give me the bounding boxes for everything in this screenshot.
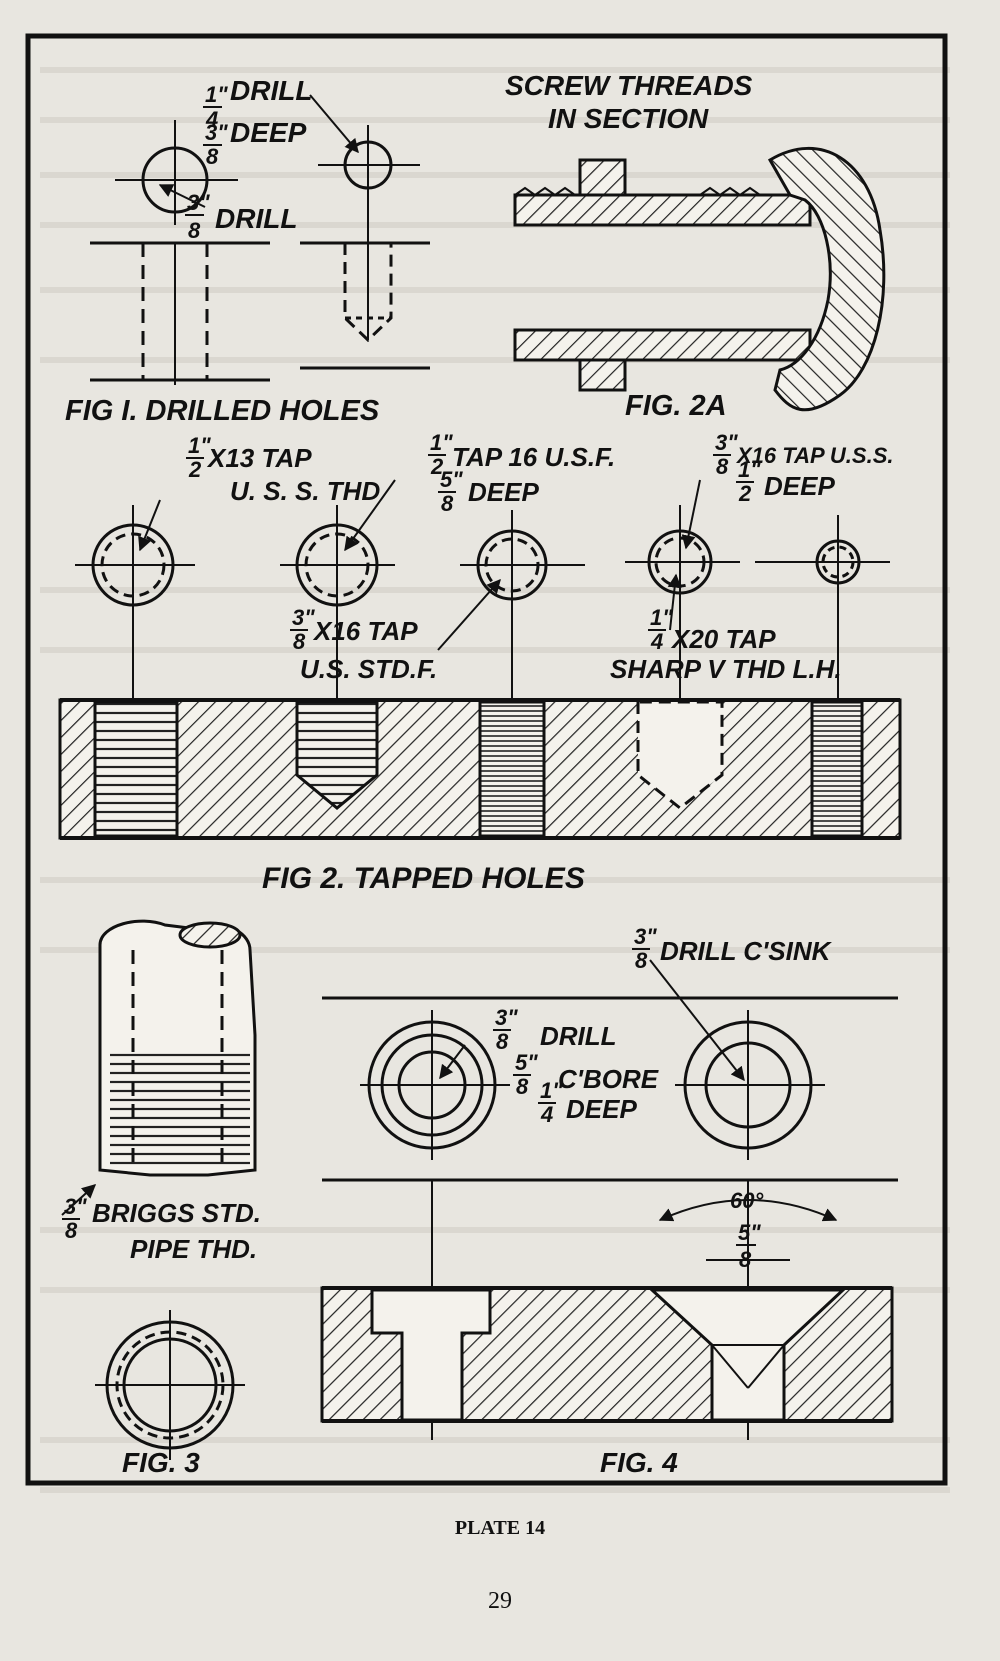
- fig4-dia-num: 5": [738, 1220, 761, 1245]
- fig4-bore-deep-den: 4: [540, 1102, 553, 1127]
- fig2-n1-thread: U. S. S. THD: [230, 476, 380, 506]
- fig2-n4-thread: U.S. STD.F.: [300, 654, 437, 684]
- fig2-n2-depth-num: 5": [440, 467, 463, 492]
- fig2-section-block: [58, 698, 902, 840]
- fig2-n2-depth-text: DEEP: [468, 477, 539, 507]
- fig4-dia-den: 8: [739, 1247, 752, 1272]
- fig2a-header-line1: SCREW THREADS: [505, 70, 753, 101]
- fig2a-title: FIG. 2A: [625, 390, 727, 422]
- fig2-n3-depth-text: DEEP: [764, 471, 835, 501]
- fig4-bore-drill-den: 8: [496, 1029, 509, 1054]
- fig1-note-a-num: 1": [205, 82, 228, 107]
- fig2-n4-text: X16 TAP: [312, 616, 418, 646]
- fig1-note-c-num: 3": [187, 190, 210, 215]
- fig2-n1-den: 2: [188, 457, 202, 482]
- fig4-title: FIG. 4: [600, 1447, 678, 1478]
- plate-caption: PLATE 14: [455, 1517, 545, 1539]
- fig2-n2-text: TAP 16 U.S.F.: [452, 442, 615, 472]
- fig2-title: FIG 2. TAPPED HOLES: [262, 862, 585, 895]
- fig4-bore-cbore-num: 5": [515, 1050, 538, 1075]
- fig1-title: FIG I. DRILLED HOLES: [65, 395, 380, 427]
- fig2-n5-text: X20 TAP: [670, 624, 776, 654]
- fig2a-header-line2: IN SECTION: [548, 103, 709, 134]
- fig2-n5-thread: SHARP V THD L.H.: [610, 654, 842, 684]
- fig2-n2-num: 1": [430, 430, 453, 455]
- fig2-n2-depth-den: 8: [441, 491, 454, 516]
- fig4-section-block: [320, 1286, 894, 1423]
- fig4-bore-cbore-den: 8: [516, 1074, 529, 1099]
- fig4-views: [322, 959, 898, 1440]
- fig1-note-a-text: DRILL: [230, 75, 312, 106]
- fig1-drilled-holes: [90, 94, 430, 385]
- fig4-sink-text: DRILL C'SINK: [660, 936, 833, 966]
- fig4-sink-den: 8: [635, 948, 648, 973]
- fig2-n4-num: 3": [292, 605, 315, 630]
- fig4-bore-deep-num: 1": [540, 1078, 563, 1103]
- fig2-plan-views: [75, 479, 890, 700]
- fig2a-section-view: [513, 147, 886, 412]
- fig3-note-text: BRIGGS STD.: [92, 1198, 261, 1228]
- fig2-n2-den: 2: [430, 454, 444, 479]
- fig3-title: FIG. 3: [122, 1447, 200, 1478]
- background-text-ghost: [40, 67, 950, 1493]
- fig2-n4-den: 8: [293, 629, 306, 654]
- fig1-note-b-text: DEEP: [230, 117, 307, 148]
- fig4-bore-drill-text: DRILL: [540, 1021, 617, 1051]
- fig4-bore-deep-text: DEEP: [566, 1094, 637, 1124]
- fig1-note-c-den: 8: [188, 218, 201, 243]
- fig2-n3-depth-den: 2: [738, 481, 752, 506]
- fig4-bore-drill-num: 3": [495, 1005, 518, 1030]
- fig2-n1-text: X13 TAP: [206, 443, 312, 473]
- fig2-n3-num: 3": [715, 430, 738, 455]
- fig1-note-a-den: 4: [205, 107, 218, 132]
- plate-border: [25, 33, 948, 1486]
- fig4-sink-num: 3": [634, 924, 657, 949]
- fig1-note-b-num: 3": [205, 120, 228, 145]
- fig3-note-thread: PIPE THD.: [130, 1234, 257, 1264]
- page-number: 29: [488, 1588, 512, 1614]
- fig3-note-num: 3": [64, 1194, 87, 1219]
- fig3-pipe: [61, 919, 257, 1460]
- fig2-n5-num: 1": [650, 605, 673, 630]
- fig2-n3-text: X16 TAP U.S.S.: [735, 443, 894, 468]
- fig2-n5-den: 4: [650, 629, 663, 654]
- fig3-note-den: 8: [65, 1218, 78, 1243]
- fig2-n3-depth-num: 1": [738, 457, 761, 482]
- fig1-note-c-text: DRILL: [215, 203, 297, 234]
- fig4-bore-cbore-text: C'BORE: [558, 1064, 659, 1094]
- fig2-n3-den: 8: [716, 454, 729, 479]
- fig4-angle-label: 60°: [730, 1188, 763, 1213]
- fig1-note-b-den: 8: [206, 144, 219, 169]
- fig2-n1-num: 1": [188, 433, 211, 458]
